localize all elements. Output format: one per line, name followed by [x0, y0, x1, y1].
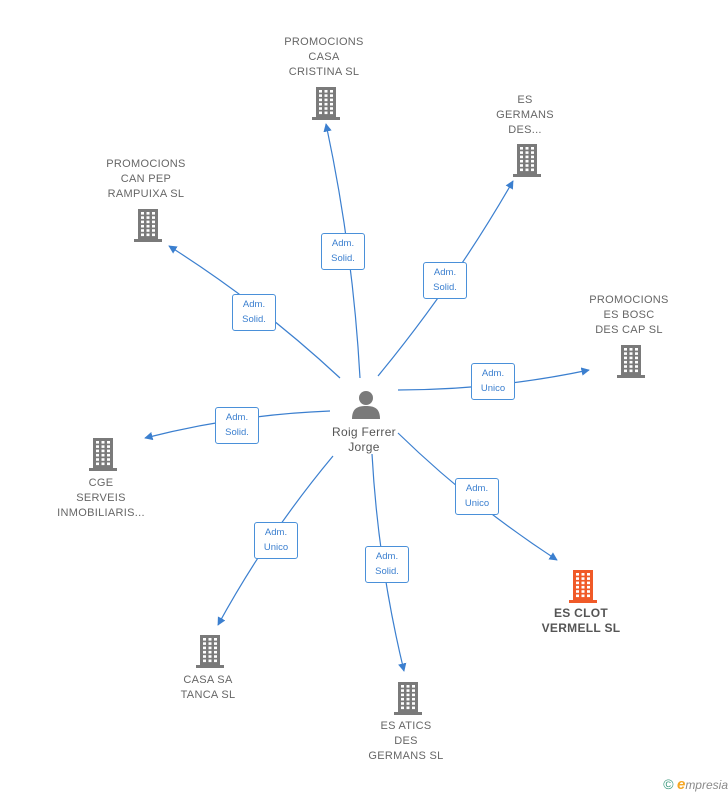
building-icon[interactable]: [311, 86, 341, 125]
building-icon[interactable]: [616, 344, 646, 383]
relation-label-es-germans-des[interactable]: Adm.Solid.: [423, 262, 467, 299]
relation-label-casa-sa-tanca[interactable]: Adm.Unico: [254, 522, 298, 559]
brand-logo-text: mpresia: [685, 778, 728, 792]
relation-label-casa-cristina[interactable]: Adm.Solid.: [321, 233, 365, 270]
relation-label-can-pep-rampuixa[interactable]: Adm.Solid.: [232, 294, 276, 331]
center-person-label[interactable]: Roig Ferrer Jorge: [332, 425, 396, 454]
relation-label-es-clot-vermell[interactable]: Adm.Unico: [455, 478, 499, 515]
relation-label-es-atics-des-germans[interactable]: Adm.Solid.: [365, 546, 409, 583]
copyright-icon: ©: [663, 776, 674, 792]
building-icon[interactable]: [88, 437, 118, 476]
relation-label-cge-serveis[interactable]: Adm.Solid.: [215, 407, 259, 444]
building-icon[interactable]: [512, 143, 542, 182]
person-icon[interactable]: [351, 389, 381, 419]
brand-footer[interactable]: © empresia: [663, 776, 728, 793]
building-icon[interactable]: [195, 634, 225, 673]
building-icon[interactable]: [393, 681, 423, 720]
building-icon[interactable]: [133, 208, 163, 247]
relation-label-es-bosc-des-cap[interactable]: Adm.Unico: [471, 363, 515, 400]
brand-logo-initial: e: [676, 776, 686, 793]
building-icon[interactable]: [568, 569, 598, 608]
